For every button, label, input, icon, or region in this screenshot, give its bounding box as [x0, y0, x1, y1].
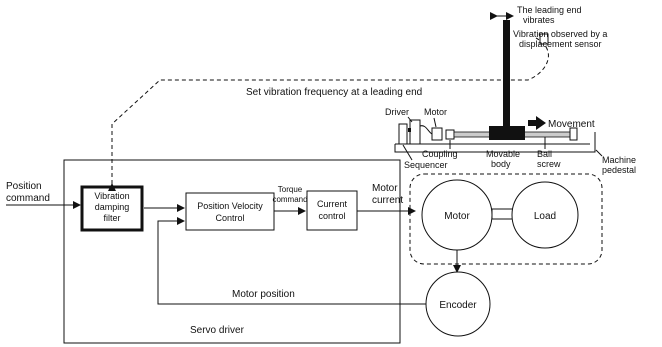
motor-current-label-2: current — [372, 195, 403, 206]
load-label: Load — [534, 211, 556, 222]
vibration-observed-label-1: Vibration observed by a — [513, 29, 607, 39]
machine-pedestal-label-1: Machine — [602, 155, 636, 165]
movable-body — [489, 126, 525, 140]
vertical-arm — [503, 20, 510, 132]
sequencer-block — [398, 123, 408, 145]
motor-leader — [433, 117, 437, 128]
leading-end-label-1: The leading end — [517, 5, 582, 15]
motor-current-label-1: Motor — [372, 183, 398, 194]
motor-label: Motor — [444, 211, 470, 222]
torque-command-label-1: Torque — [278, 185, 303, 194]
position-velocity-control-box — [185, 192, 275, 231]
servo-driver-label: Servo driver — [190, 325, 245, 336]
sequencer-leader — [402, 144, 413, 161]
movement-label: Movement — [548, 119, 595, 130]
pos-vel-control-label-1: Position Velocity — [197, 201, 263, 211]
pos-vel-control-label-2: Control — [215, 213, 244, 223]
displacement-sensor — [539, 33, 549, 45]
plant-dashed-box — [409, 173, 603, 265]
machine-motor — [431, 127, 443, 141]
ball-screw-label-1: Ball — [537, 149, 552, 159]
vibration-filter-label-1: Vibration — [94, 191, 129, 201]
encoder-label: Encoder — [439, 300, 477, 311]
coupling-label: Coupling — [422, 149, 458, 159]
pedestal-leader — [595, 149, 603, 157]
vibration-filter-label-3: filter — [103, 213, 120, 223]
vibration-filter-label-2: damping — [95, 202, 130, 212]
driver-cable — [419, 125, 433, 135]
movement-arrow — [528, 116, 546, 130]
movable-body-label-1: Movable — [486, 149, 520, 159]
set-vibration-frequency-label: Set vibration frequency at a leading end — [246, 87, 422, 98]
coupling — [445, 129, 455, 140]
machine-pedestal — [394, 132, 596, 153]
movable-body-label-2: body — [491, 159, 511, 169]
ball-screw-end-bearing — [569, 127, 578, 141]
current-control-label-2: control — [318, 211, 345, 221]
motor-position-label: Motor position — [232, 289, 295, 300]
motor-position-feedback-line — [157, 217, 426, 305]
current-control-box — [306, 190, 358, 231]
machine-pedestal-label-2: pedestal — [602, 165, 636, 175]
leading-end-label-2: vibrates — [523, 15, 555, 25]
position-command-label-1: Position — [6, 181, 42, 192]
driver-connector — [408, 128, 411, 132]
driver-label: Driver — [385, 107, 409, 117]
motor-load-shaft — [491, 208, 515, 220]
current-control-label-1: Current — [317, 199, 348, 209]
torque-command-label-2: command — [272, 195, 307, 204]
sequencer-label: Sequencer — [404, 160, 448, 170]
vibration-observed-label-2: displacement sensor — [519, 39, 602, 49]
ball-screw-label-2: screw — [537, 159, 561, 169]
machine-motor-label: Motor — [424, 107, 447, 117]
driver-block — [409, 119, 421, 145]
vibration-damping-filter-box — [80, 185, 144, 232]
load-circle — [511, 181, 579, 249]
position-command-label-2: command — [6, 193, 50, 204]
driver-leader — [407, 116, 413, 123]
